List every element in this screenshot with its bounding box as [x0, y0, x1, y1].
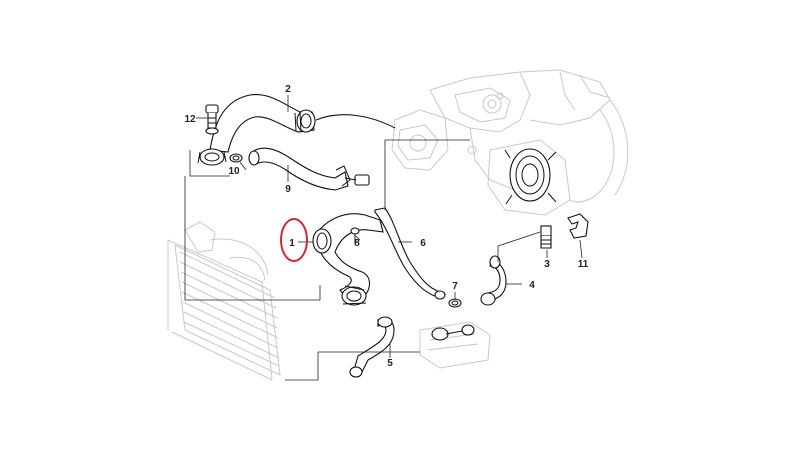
- part-3-plug: [540, 225, 552, 249]
- label-part-3: 3: [544, 259, 550, 270]
- label-part-10: 10: [228, 166, 240, 177]
- radiator: [167, 221, 281, 381]
- label-part-4: 4: [529, 280, 535, 291]
- label-part-5: 5: [387, 358, 393, 369]
- part-1-lower-radiator-hose: [312, 213, 384, 306]
- part-6-coolant-pipe: [374, 207, 446, 300]
- part-11-clip: [567, 213, 589, 239]
- part-10-sealing-ring: [229, 153, 243, 163]
- label-part-2: 2: [285, 84, 291, 95]
- label-part-11: 11: [578, 259, 589, 270]
- label-part-8: 8: [354, 238, 360, 249]
- auxiliary-pump-ghost: [419, 321, 491, 369]
- label-part-6: 6: [420, 238, 426, 249]
- label-part-12: 12: [184, 114, 196, 125]
- part-7-seal: [448, 298, 462, 308]
- part-9-coolant-hose: [248, 147, 370, 191]
- hose-connection-line: [315, 114, 396, 129]
- label-part-1: 1: [289, 238, 295, 249]
- engine-block-ghost: [391, 69, 629, 203]
- part-12-bleed-screw: [205, 104, 219, 135]
- part-5-heater-hose: [349, 316, 395, 378]
- part-8-screw: [350, 227, 360, 243]
- label-part-9: 9: [285, 184, 291, 195]
- highlight-circle: [280, 218, 308, 262]
- leader-lines: [184, 95, 583, 381]
- label-part-7: 7: [452, 281, 458, 292]
- water-pump-housing: [487, 139, 571, 216]
- part-4-hose: [480, 255, 507, 306]
